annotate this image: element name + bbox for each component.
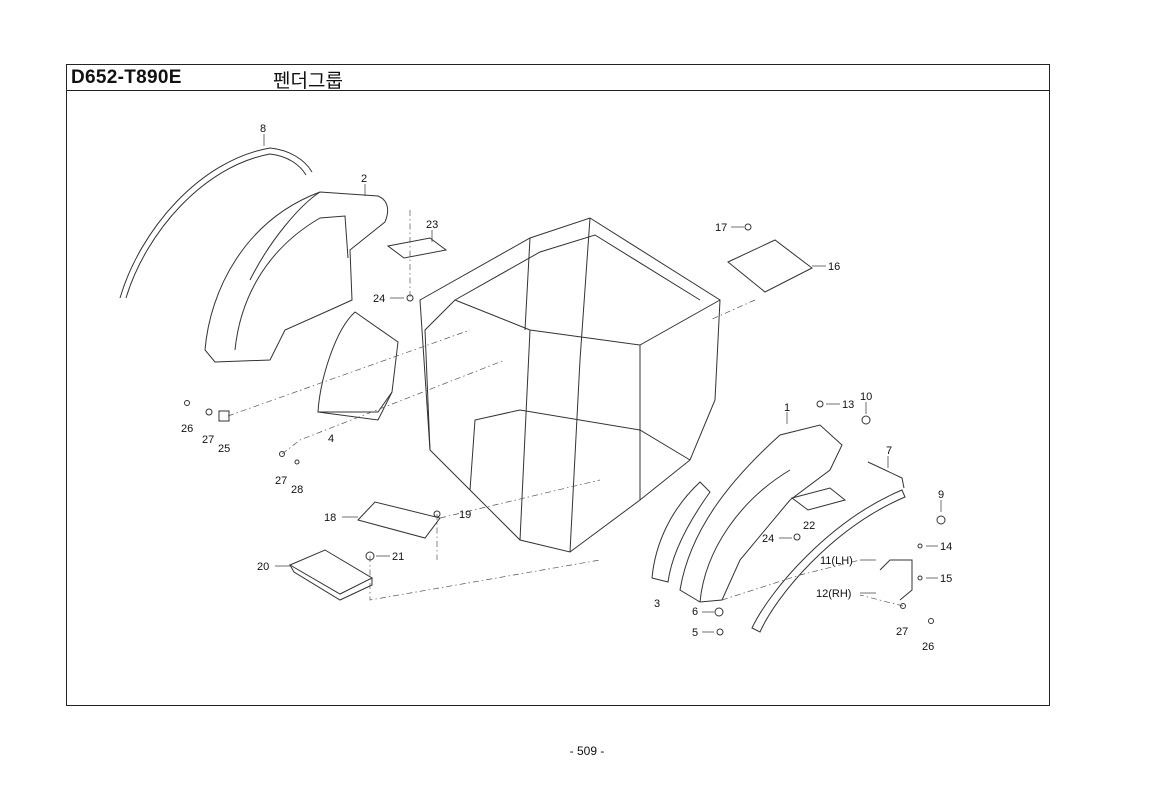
part-4-fender-liner bbox=[317, 311, 399, 421]
callout-25: 25 bbox=[218, 443, 230, 455]
callout-22: 22 bbox=[803, 520, 815, 532]
page-number: - 509 - bbox=[569, 744, 605, 758]
part-1-right-fender bbox=[679, 424, 843, 603]
callout-6: 6 bbox=[692, 606, 698, 618]
callout-3: 3 bbox=[654, 598, 660, 610]
callout-12-rh: 12(RH) bbox=[816, 588, 851, 600]
part-8-molding-strip bbox=[119, 147, 313, 299]
callout-27-right: 27 bbox=[896, 626, 908, 638]
callout-17: 17 bbox=[715, 222, 727, 234]
part-3-liner bbox=[651, 481, 711, 583]
callout-9: 9 bbox=[938, 489, 944, 501]
callout-20: 20 bbox=[257, 561, 269, 573]
callout-15: 15 bbox=[940, 573, 952, 585]
part-20-tray bbox=[288, 549, 374, 601]
part-7-molding bbox=[751, 461, 906, 633]
callout-16: 16 bbox=[828, 261, 840, 273]
part-18-plate bbox=[357, 501, 441, 539]
callout-1: 1 bbox=[784, 402, 790, 414]
part-19-cab-frame bbox=[419, 217, 721, 553]
callout-27-left: 27 bbox=[202, 434, 214, 446]
group-title: 펜더그룹 bbox=[273, 70, 343, 92]
callout-26-right: 26 bbox=[922, 641, 934, 653]
callout-19: 19 bbox=[459, 509, 471, 521]
model-code: D652-T890E bbox=[71, 67, 182, 88]
callout-23: 23 bbox=[426, 219, 438, 231]
drawing-header: D652-T890E 펜더그룹 bbox=[67, 65, 1049, 92]
callout-8: 8 bbox=[260, 123, 266, 135]
assembly-lines bbox=[227, 210, 904, 607]
callout-5: 5 bbox=[692, 627, 698, 639]
callout-24-left: 24 bbox=[373, 293, 385, 305]
callout-4: 4 bbox=[328, 433, 334, 445]
callout-21: 21 bbox=[392, 551, 404, 563]
callout-14: 14 bbox=[940, 541, 952, 553]
callout-13: 13 bbox=[842, 399, 854, 411]
fasteners bbox=[184, 223, 946, 636]
callout-24-right: 24 bbox=[762, 533, 774, 545]
part-22-bracket bbox=[790, 487, 847, 511]
callout-10: 10 bbox=[860, 391, 872, 403]
part-11-12-bracket bbox=[879, 559, 913, 601]
leader-lines bbox=[263, 134, 942, 633]
drawing-frame: D652-T890E 펜더그룹 bbox=[66, 64, 1050, 706]
callout-18: 18 bbox=[324, 512, 336, 524]
callout-labels: 1 2 3 4 5 6 7 8 9 10 11(LH) 12(RH) 13 14… bbox=[181, 123, 952, 653]
part-16-plate bbox=[727, 239, 813, 293]
callout-28: 28 bbox=[291, 484, 303, 496]
callout-2: 2 bbox=[361, 173, 367, 185]
part-2-left-fender bbox=[204, 191, 389, 363]
callout-26-left: 26 bbox=[181, 423, 193, 435]
callout-7: 7 bbox=[886, 445, 892, 457]
part-23-bracket bbox=[386, 237, 448, 259]
callout-11-lh: 11(LH) bbox=[820, 555, 853, 567]
callout-27-lower: 27 bbox=[275, 475, 287, 487]
